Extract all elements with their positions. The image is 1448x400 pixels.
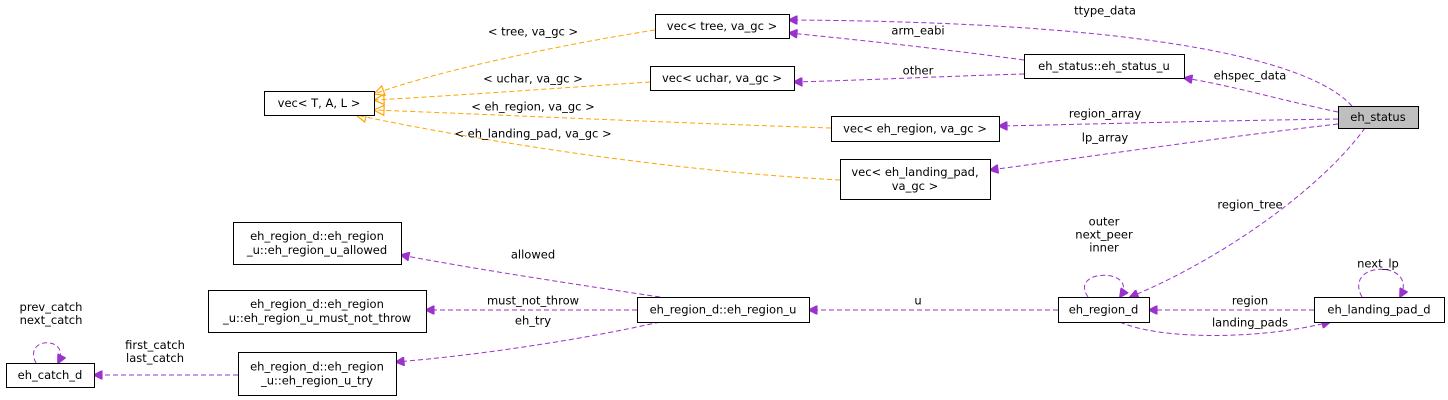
member-edge-18 [396, 321, 661, 362]
edge-label-lp-array: lp_array [1082, 131, 1129, 145]
edge-label-first-last-catch-1: last_catch [126, 351, 184, 365]
node-box [1314, 297, 1445, 323]
node-u-must-not-throw[interactable]: eh_region_d::eh_region_u::eh_region_u_mu… [208, 290, 427, 333]
node-label: eh_region_d::eh_region [250, 360, 384, 374]
node-eh-status-u[interactable]: eh_status::eh_status_u [1024, 54, 1185, 79]
node-vec-uchar[interactable]: vec< uchar, va_gc > [650, 66, 795, 91]
node-label: vec< eh_landing_pad, [851, 165, 978, 179]
edge-label-tpl-eh-landing-pad: < eh_landing_pad, va_gc > [454, 127, 611, 141]
node-box [655, 14, 790, 39]
node-label: vec< T, A, L > [278, 96, 361, 110]
edge-label-region-array: region_array [1069, 107, 1141, 121]
member-edge-16 [401, 255, 661, 298]
node-box [264, 91, 375, 116]
node-eh-catch-d[interactable]: eh_catch_d [6, 363, 95, 388]
edge-label-outer-next-peer-inner-2: inner [1089, 241, 1119, 255]
node-label: eh_status [1350, 110, 1405, 124]
node-eh-region-u[interactable]: eh_region_d::eh_region_u [637, 297, 810, 323]
nodes-layer: eh_status vec< tree, va_gc >eh_status::eh… [6, 14, 1445, 396]
node-box [208, 290, 427, 333]
node-vec-tree[interactable]: vec< tree, va_gc > [655, 14, 790, 39]
node-box [637, 297, 810, 323]
node-label: eh_region_d::eh_region_u [650, 303, 797, 317]
member-edge-4 [999, 118, 1339, 126]
node-label: vec< eh_region, va_gc > [843, 122, 987, 136]
node-box [650, 66, 795, 91]
member-edge-3 [794, 73, 1025, 82]
edge-label-u: u [914, 294, 921, 308]
edge-label-prev-next-catch-0: prev_catch [20, 300, 83, 314]
edge-label-other: other [903, 64, 934, 78]
edge-label-tpl-uchar: < uchar, va_gc > [483, 72, 583, 86]
edge-label-region: region [1232, 294, 1268, 308]
node-u-try[interactable]: eh_region_d::eh_region_u::eh_region_u_tr… [238, 352, 397, 396]
edge-label-outer-next-peer-inner-0: outer [1089, 215, 1120, 229]
edge-label-tpl-eh-region: < eh_region, va_gc > [471, 100, 595, 114]
edge-label-next-lp: next_lp [1357, 257, 1399, 271]
member-edge-5 [990, 123, 1339, 170]
member-edge-6 [1130, 127, 1366, 297]
node-eh-landing-pad-d[interactable]: eh_landing_pad_d [1314, 297, 1445, 323]
edge-label-outer-next-peer-inner-1: next_peer [1075, 228, 1133, 242]
node-label: _u::eh_region_u_must_not_throw [222, 311, 411, 325]
node-label: _u::eh_region_u_try [260, 374, 373, 388]
node-box [1338, 106, 1419, 129]
edge-label-allowed: allowed [511, 248, 555, 262]
template-edge-10 [354, 111, 841, 181]
template-edge-8 [372, 81, 651, 106]
node-label: vec< tree, va_gc > [667, 19, 777, 33]
edge-label-ehspec-data: ehspec_data [1214, 69, 1287, 83]
member-edge-19 [33, 342, 61, 363]
edges-layer [33, 20, 1404, 375]
node-label: _u::eh_region_u_allowed [246, 243, 387, 257]
node-label: eh_region_d::eh_region [250, 297, 384, 311]
node-box [6, 363, 95, 388]
node-vec-TAL[interactable]: vec< T, A, L > [264, 91, 375, 116]
edge-label-tpl-tree: < tree, va_gc > [488, 25, 578, 39]
node-box [1024, 54, 1185, 79]
edge-label-landing-pads: landing_pads [1212, 316, 1288, 330]
edge-label-arm-eabi: arm_eabi [891, 24, 944, 38]
edge-label-must-not-throw: must_not_throw [487, 294, 579, 308]
member-edge-11 [1084, 274, 1123, 297]
node-box [831, 116, 1000, 142]
node-u-allowed[interactable]: eh_region_d::eh_region_u::eh_region_u_al… [233, 222, 402, 265]
edge-label-region-tree: region_tree [1217, 198, 1282, 212]
node-label: va_gc > [892, 179, 939, 193]
node-label: vec< uchar, va_gc > [662, 71, 782, 85]
node-eh-region-d[interactable]: eh_region_d [1058, 297, 1150, 323]
template-edge-9 [372, 104, 832, 129]
template-edge-7 [372, 29, 656, 96]
node-box [233, 222, 402, 265]
node-label: eh_status::eh_status_u [1038, 59, 1170, 73]
member-edge-14 [1119, 322, 1330, 336]
member-edge-12 [1358, 268, 1404, 297]
edge-label-eh-try: eh_try [515, 314, 551, 328]
node-vec-eh-landing-pad[interactable]: vec< eh_landing_pad,va_gc > [840, 159, 991, 200]
node-label: eh_region_d [1069, 303, 1139, 317]
node-label: eh_catch_d [18, 368, 83, 382]
node-eh-status[interactable]: eh_status [1338, 106, 1419, 129]
edge-label-first-last-catch-0: first_catch [125, 338, 185, 352]
node-box [1058, 297, 1150, 323]
member-edge-2 [1184, 78, 1339, 113]
edge-label-ttype-data: ttype_data [1074, 4, 1136, 18]
node-label: eh_landing_pad_d [1327, 303, 1430, 317]
member-edge-1 [789, 33, 1025, 61]
node-box [238, 352, 397, 396]
edge-label-prev-next-catch-1: next_catch [20, 313, 83, 327]
edge-labels-layer: ttype_data arm_eabi ehspec_data other region… [20, 4, 1399, 366]
node-box [840, 159, 991, 200]
node-label: eh_region_d::eh_region [250, 229, 384, 243]
node-vec-eh-region[interactable]: vec< eh_region, va_gc > [831, 116, 1000, 142]
